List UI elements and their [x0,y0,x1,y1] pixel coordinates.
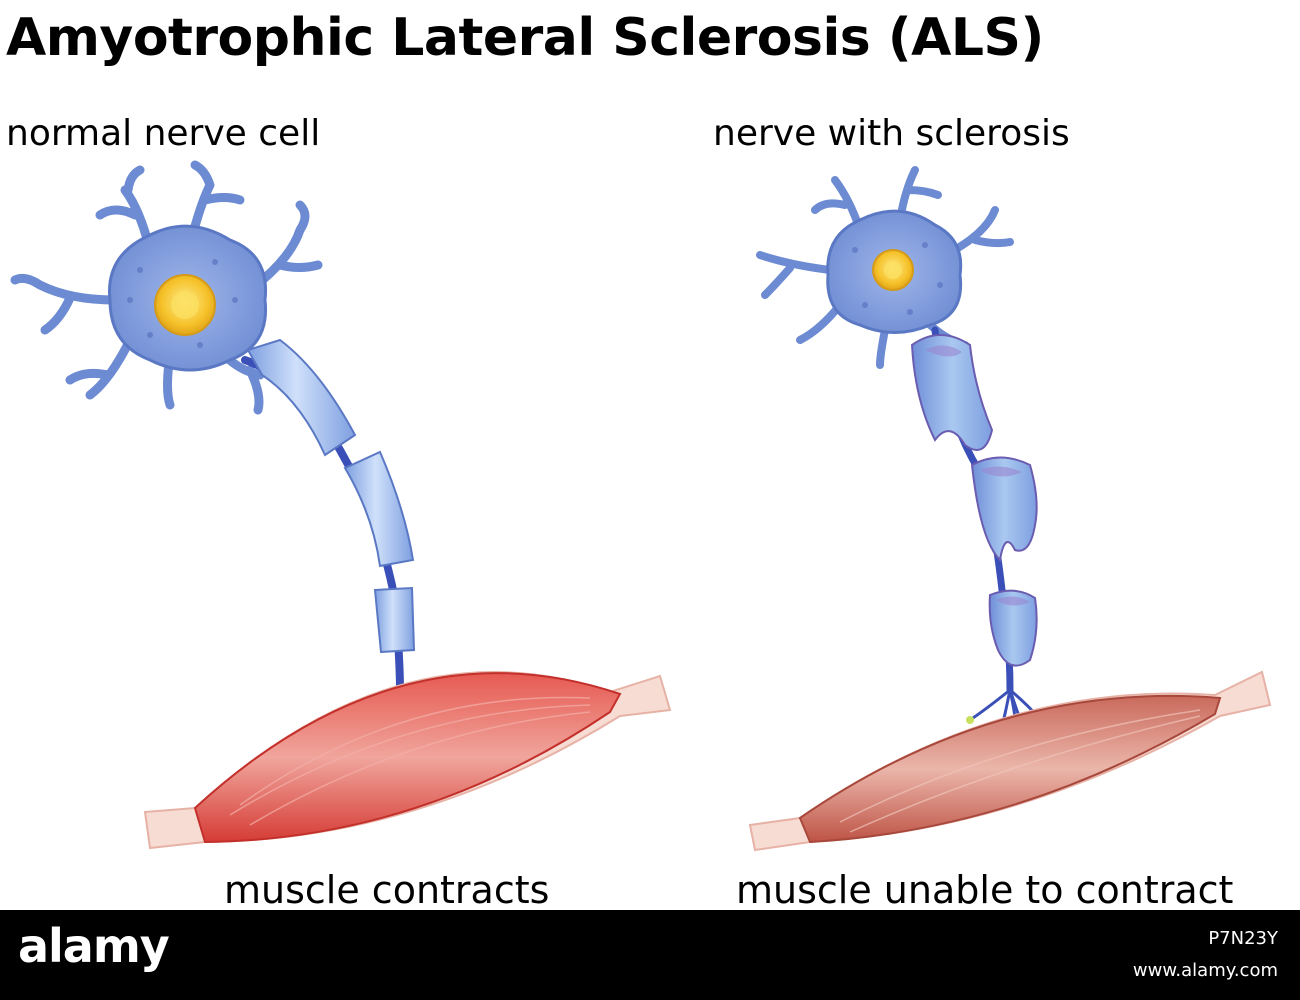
als-diagram [10,160,1272,852]
watermark-footer: alamy P7N23Y www.alamy.com [0,910,1300,1000]
damaged-myelin-2 [970,456,1038,563]
image-id: P7N23Y [1208,928,1278,949]
myelin-segment-3 [373,586,416,654]
normal-nerve-label: normal nerve cell [6,113,321,154]
muscle-normal [143,671,672,850]
muscle-unable-caption: muscle unable to contract [736,868,1234,912]
sclerosis-neuron [756,166,1064,799]
page-title: Amyotrophic Lateral Sclerosis (ALS) [6,8,1044,68]
damaged-myelin-1 [910,334,994,451]
damaged-myelin-3 [988,589,1038,667]
muscle-contracts-caption: muscle contracts [224,868,550,912]
footer-url: www.alamy.com [1132,960,1278,981]
muscle-sclerosis [748,670,1272,852]
normal-neuron [10,160,449,784]
myelin-segment-1 [246,338,357,457]
alamy-logo: alamy [18,919,170,973]
myelin-segment-2 [343,450,415,568]
sclerosis-nerve-label: nerve with sclerosis [713,113,1070,154]
dendrites-normal [10,160,323,415]
